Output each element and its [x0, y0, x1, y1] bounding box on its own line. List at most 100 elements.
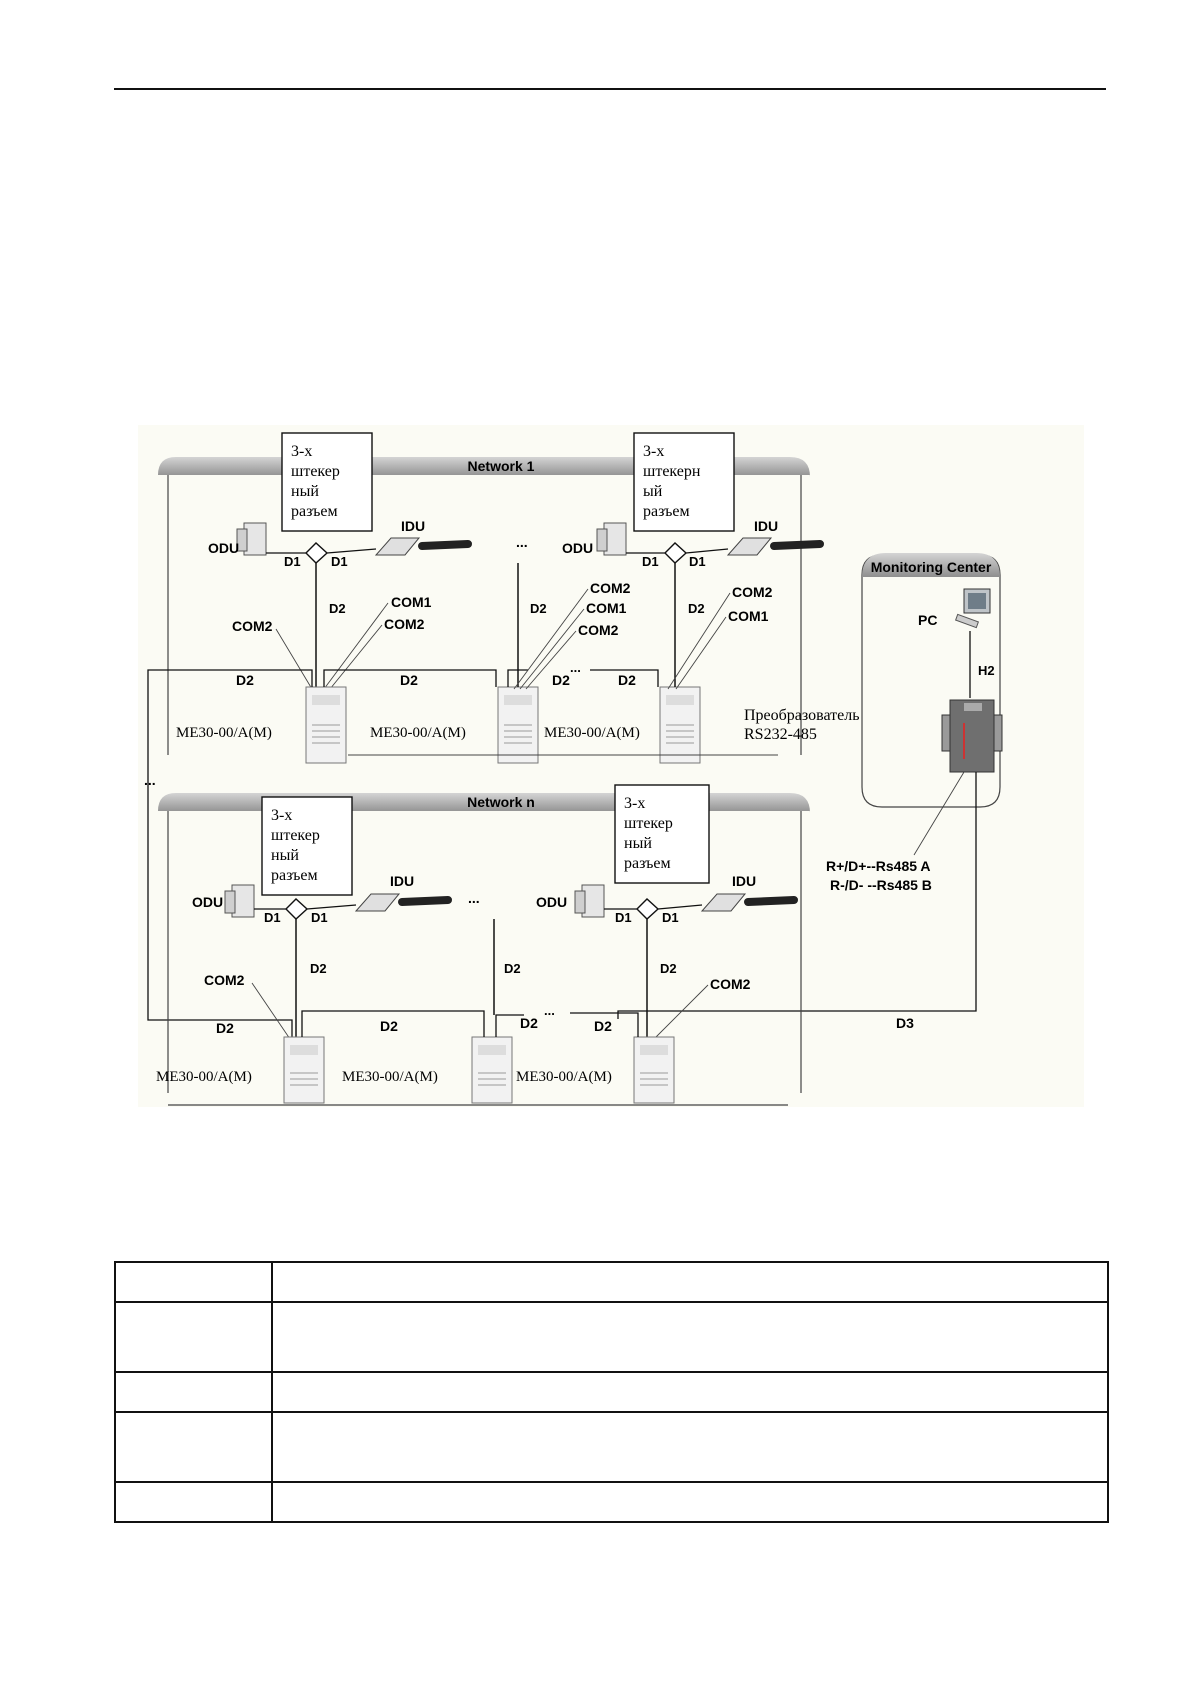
d2-label: D2 — [329, 601, 346, 616]
odu-label: ODU — [562, 540, 593, 556]
gateway-1b — [497, 686, 539, 764]
d1-label: D1 — [331, 554, 348, 569]
com2-label: COM2 — [384, 616, 425, 632]
com2-label: COM2 — [232, 618, 273, 634]
d1-label: D1 — [662, 910, 679, 925]
d2-label: D2 — [504, 961, 521, 976]
d1-label: D1 — [615, 910, 632, 925]
svg-text:штекер: штекер — [624, 815, 673, 832]
com2-label: COM2 — [710, 976, 751, 992]
table-cell — [114, 1481, 273, 1523]
ellipsis: ... — [544, 1003, 555, 1018]
gateway-model-label: ME30-00/A(M) — [370, 725, 466, 741]
gateway-nc — [633, 1036, 675, 1104]
table-cell — [271, 1481, 1109, 1523]
idu-1a — [374, 537, 472, 556]
connector-label-box: 3-х штекер ный разъем — [614, 784, 710, 884]
monitoring-title: Monitoring Center — [871, 559, 992, 575]
connector-label-box: 3-х штекер ный разъем — [281, 432, 373, 532]
table-cell — [114, 1411, 273, 1483]
table-row — [114, 1301, 1109, 1373]
converter-model: RS232-485 — [744, 726, 817, 743]
d2-label: D2 — [380, 1018, 398, 1034]
pc-label: PC — [918, 612, 937, 628]
d2-label: D2 — [688, 601, 705, 616]
svg-text:ный: ный — [271, 847, 299, 864]
svg-text:ный: ный — [624, 835, 652, 852]
d2-label: D2 — [216, 1020, 234, 1036]
odu-label: ODU — [192, 894, 223, 910]
table-cell — [271, 1301, 1109, 1373]
network-1-title: Network 1 — [468, 458, 535, 474]
gateway-model-label: ME30-00/A(M) — [342, 1069, 438, 1085]
table-row — [114, 1411, 1109, 1483]
svg-text:штекер: штекер — [291, 463, 340, 480]
table-cell — [114, 1371, 273, 1413]
svg-text:разъем: разъем — [271, 867, 318, 884]
idu-nb — [700, 893, 798, 912]
odu-1a — [236, 522, 267, 556]
idu-1b — [726, 537, 824, 556]
network-n-title: Network n — [467, 794, 535, 810]
gateway-model-label: ME30-00/A(M) — [516, 1069, 612, 1085]
d2-label: D2 — [236, 672, 254, 688]
connector-label-box: 3-х штекер ный разъем — [261, 796, 353, 896]
idu-label: IDU — [390, 873, 414, 889]
com1-label: COM1 — [391, 594, 432, 610]
svg-text:3-х: 3-х — [643, 443, 664, 460]
network-diagram: Network 1 ODU D1 D1 or wedin IDU D2 COM1… — [138, 425, 1084, 1107]
odu-1b — [596, 522, 627, 556]
d1-label: D1 — [311, 910, 328, 925]
table-row — [114, 1261, 1109, 1303]
svg-text:ный: ный — [291, 483, 319, 500]
ellipsis: ... — [468, 890, 480, 906]
table-row — [114, 1481, 1109, 1523]
odu-label: ODU — [208, 540, 239, 556]
gateway-na — [283, 1036, 325, 1104]
com2-label: COM2 — [732, 584, 773, 600]
svg-text:ый: ый — [643, 483, 663, 500]
com2-label: COM2 — [204, 972, 245, 988]
d1-label: D1 — [642, 554, 659, 569]
gateway-model-label: ME30-00/A(M) — [176, 725, 272, 741]
com1-label: COM1 — [586, 600, 627, 616]
idu-label: IDU — [754, 518, 778, 534]
com2-label: COM2 — [590, 580, 631, 596]
svg-text:штекер: штекер — [271, 827, 320, 844]
table-cell — [271, 1261, 1109, 1303]
rs485-a-label: R+/D+--Rs485 A — [826, 858, 931, 874]
svg-text:разъем: разъем — [643, 503, 690, 520]
table-cell — [271, 1371, 1109, 1413]
table-cell — [114, 1261, 273, 1303]
d1-label: D1 — [264, 910, 281, 925]
gateway-1c — [659, 686, 701, 764]
gateway-model-label: ME30-00/A(M) — [156, 1069, 252, 1085]
svg-text:3-х: 3-х — [271, 807, 292, 824]
d2-label: D2 — [618, 672, 636, 688]
odu-label: ODU — [536, 894, 567, 910]
table-row — [114, 1371, 1109, 1413]
h2-label: H2 — [978, 663, 995, 678]
d1-label: D1 — [284, 554, 301, 569]
idu-label: IDU — [732, 873, 756, 889]
gateway-model-label: ME30-00/A(M) — [544, 725, 640, 741]
d2-label: D2 — [594, 1018, 612, 1034]
svg-text:штекерн: штекерн — [643, 463, 701, 480]
d2-label: D2 — [530, 601, 547, 616]
svg-text:разъем: разъем — [624, 855, 671, 872]
d2-label: D2 — [310, 961, 327, 976]
idu-label: IDU — [401, 518, 425, 534]
idu-na — [354, 893, 452, 912]
gateway-1a — [305, 686, 347, 764]
com1-label: COM1 — [728, 608, 769, 624]
svg-text:разъем: разъем — [291, 503, 338, 520]
header-rule — [114, 88, 1106, 90]
odu-nb — [574, 884, 605, 918]
d1-label: D1 — [689, 554, 706, 569]
table-cell — [114, 1301, 273, 1373]
d2-label: D2 — [520, 1015, 538, 1031]
table-cell — [271, 1411, 1109, 1483]
rs485-b-label: R-/D- --Rs485 B — [830, 877, 932, 893]
specification-table — [114, 1261, 1109, 1523]
ellipsis: ... — [570, 660, 581, 675]
